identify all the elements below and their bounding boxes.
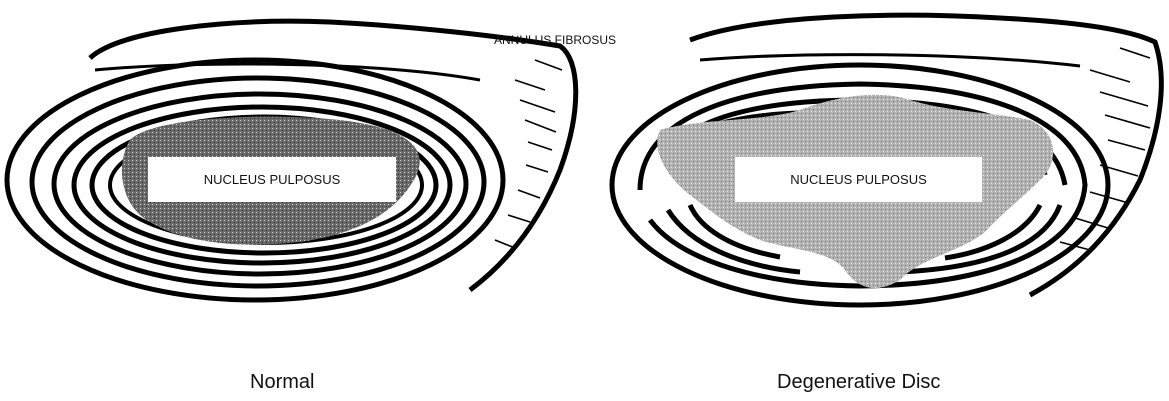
normal-disc-hatching <box>495 60 562 248</box>
degenerative-nucleus-label: NUCLEUS PULPOSUS <box>735 157 982 202</box>
normal-nucleus-label: NUCLEUS PULPOSUS <box>148 157 396 202</box>
degenerative-caption: Degenerative Disc <box>777 371 940 394</box>
normal-caption: Normal <box>250 371 314 394</box>
annulus-fibrosus-label: ANNULUS FIBROSUS <box>494 33 616 47</box>
